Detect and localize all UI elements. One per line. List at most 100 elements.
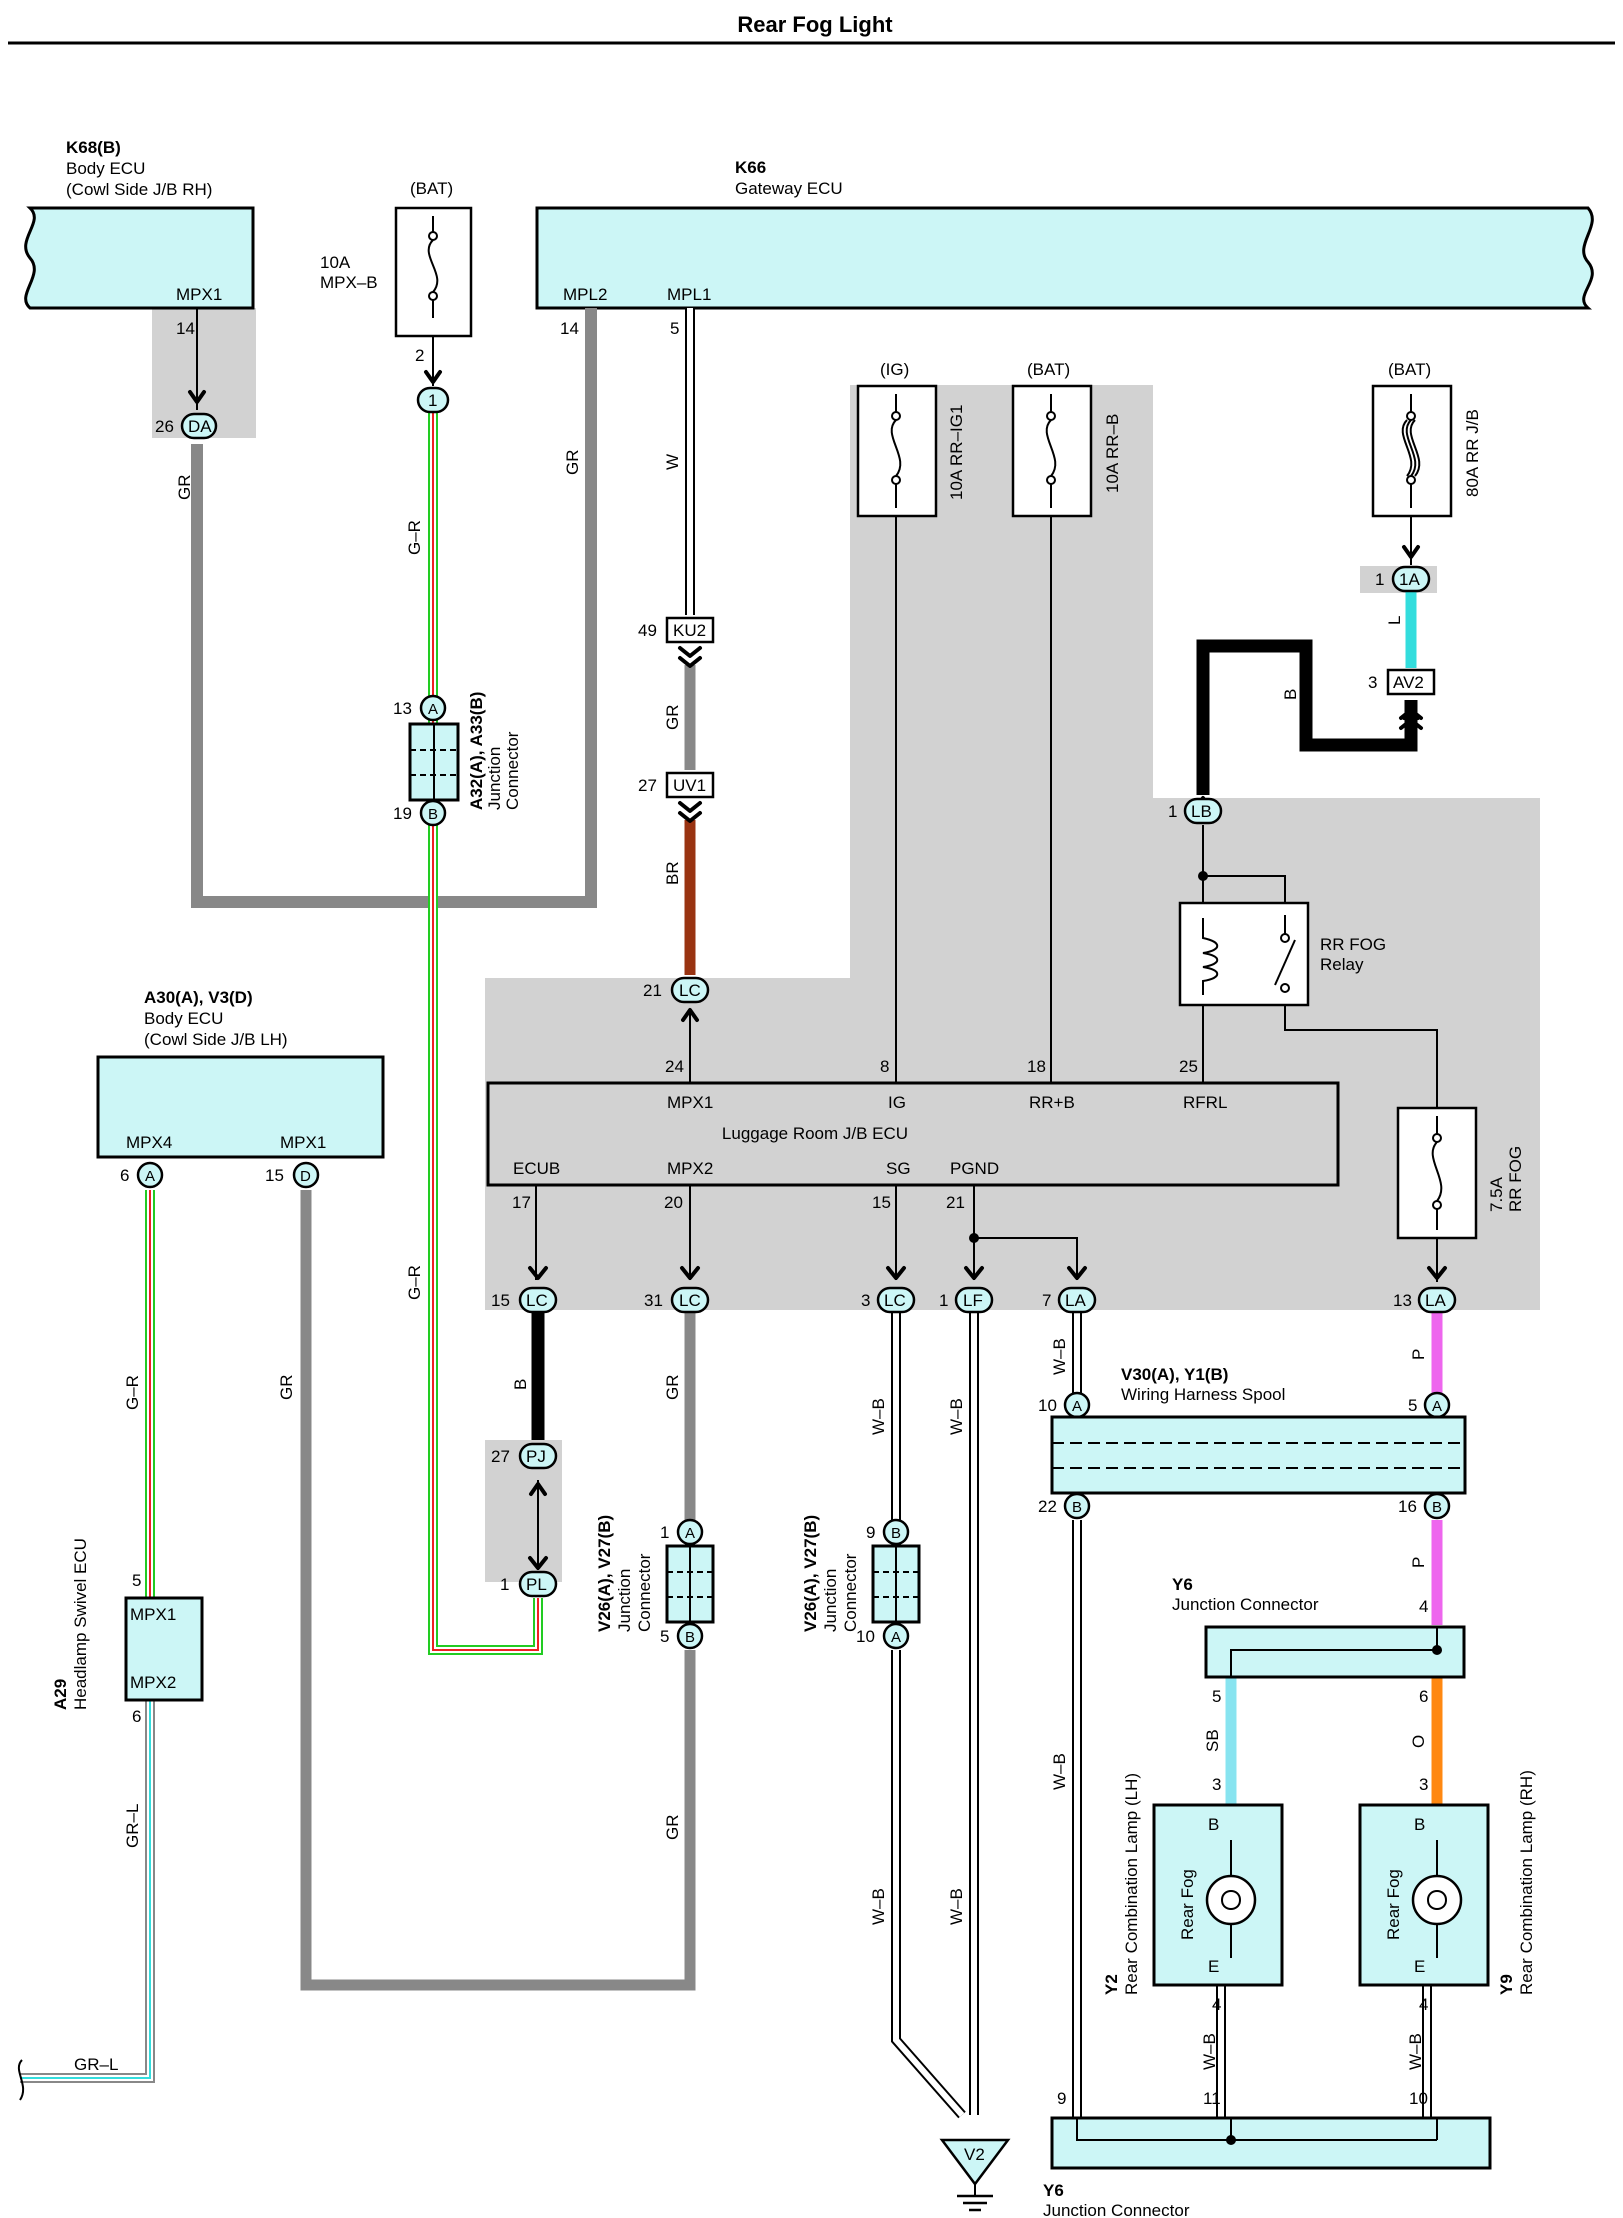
svg-text:31: 31 [644, 1291, 663, 1310]
connector-la-13: LA 13 [1393, 1286, 1457, 1314]
connector-lc-3: LC 3 [861, 1286, 916, 1314]
svg-text:LF: LF [963, 1291, 983, 1310]
svg-text:Y6: Y6 [1172, 1575, 1193, 1594]
connector-da: DA 26 [155, 412, 218, 440]
svg-text:3: 3 [1212, 1775, 1221, 1794]
svg-text:MPX1: MPX1 [130, 1605, 176, 1624]
svg-text:19: 19 [393, 804, 412, 823]
svg-text:A: A [1432, 1398, 1442, 1415]
svg-text:ECUB: ECUB [513, 1159, 560, 1178]
svg-text:LA: LA [1425, 1291, 1446, 1310]
connector-pj: PJ 27 [491, 1442, 558, 1470]
svg-text:7.5A: 7.5A [1487, 1176, 1506, 1212]
fuse-80a-rr-jb: (BAT) 80A RR J/B [1371, 360, 1482, 518]
svg-text:49: 49 [638, 621, 657, 640]
junction-v26-v27-left: A 1 B 5 V26(A), V27(B) Junction Connecto… [595, 1515, 715, 1650]
svg-text:P: P [1409, 1557, 1428, 1568]
connector-pl: PL 1 [500, 1570, 558, 1598]
svg-text:B: B [1432, 1499, 1442, 1516]
svg-text:10: 10 [1409, 2089, 1428, 2108]
wire-w-b-lamps [1216, 1985, 1432, 2118]
junction-v26-v27-right: B 9 A 10 V26(A), V27(B) Junction Connect… [801, 1515, 921, 1650]
svg-text:GR: GR [175, 475, 194, 501]
fuse-rr-fog: 7.5A RR FOG [1396, 1106, 1525, 1240]
svg-text:26: 26 [155, 417, 174, 436]
svg-text:L: L [1385, 616, 1404, 625]
svg-text:Rear Fog: Rear Fog [1384, 1869, 1403, 1940]
y6-junction-connector-bottom: 9 11 10 Y6 Junction Connector [1043, 2089, 1492, 2218]
svg-text:W–B: W–B [1406, 2033, 1425, 2070]
wire-gr-l-a29 [20, 1700, 155, 2083]
svg-text:5: 5 [1408, 1396, 1417, 1415]
connector-lc-31: LC 31 [644, 1286, 710, 1314]
svg-text:O: O [1409, 1735, 1428, 1748]
svg-text:10: 10 [856, 1627, 875, 1646]
fuse-mpxb-source: (BAT) [410, 179, 453, 198]
svg-text:6: 6 [120, 1166, 129, 1185]
k66-name: Gateway ECU [735, 179, 843, 198]
svg-text:1: 1 [660, 1523, 669, 1542]
connector-lf: LF 1 [939, 1286, 994, 1314]
fuse-rr-ig1: (IG) 10A RR–IG1 [856, 360, 966, 518]
k66-pin-mpl1: MPL1 [667, 285, 711, 304]
connector-la-7: LA 7 [1042, 1286, 1097, 1314]
svg-text:G–R: G–R [405, 520, 424, 555]
svg-text:A29: A29 [51, 1679, 70, 1710]
wire-w-b-sg [891, 1312, 966, 2119]
svg-text:RR FOG: RR FOG [1320, 935, 1386, 954]
svg-text:W: W [663, 454, 682, 470]
fuse-80a-label: 80A RR J/B [1463, 409, 1482, 497]
svg-text:RFRL: RFRL [1183, 1093, 1227, 1112]
luggage-room-jb-ecu: Luggage Room J/B ECU MPX1 IG RR+B RFRL 2… [486, 1057, 1340, 1212]
svg-text:UV1: UV1 [673, 776, 706, 795]
svg-text:5: 5 [660, 1627, 669, 1646]
svg-text:A32(A), A33(B): A32(A), A33(B) [467, 692, 486, 810]
fuse-rrig1-label: 10A RR–IG1 [947, 405, 966, 500]
svg-text:PJ: PJ [526, 1447, 546, 1466]
fuse-80a-source: (BAT) [1388, 360, 1431, 379]
connector-ku2: KU2 49 [638, 616, 715, 644]
svg-text:3: 3 [1419, 1775, 1428, 1794]
svg-text:1A: 1A [1399, 570, 1420, 589]
ground-v2: V2 [939, 2138, 1011, 2212]
svg-text:Y6: Y6 [1043, 2181, 1064, 2200]
svg-text:1: 1 [500, 1575, 509, 1594]
svg-text:AV2: AV2 [1393, 673, 1424, 692]
svg-text:8: 8 [880, 1057, 889, 1076]
wire-gr-v26-a30 [300, 1190, 696, 1991]
svg-text:Junction: Junction [821, 1569, 840, 1632]
svg-text:A: A [145, 1168, 155, 1185]
svg-text:A30(A), V3(D): A30(A), V3(D) [144, 988, 253, 1007]
svg-text:BR: BR [663, 861, 682, 885]
k66-pin-14: 14 [560, 319, 579, 338]
svg-text:E: E [1208, 1957, 1219, 1976]
svg-text:E: E [1414, 1957, 1425, 1976]
fuse-mpx-b: (BAT) 10A MPX–B 2 [320, 179, 473, 365]
svg-text:17: 17 [512, 1193, 531, 1212]
svg-text:B: B [1208, 1815, 1219, 1834]
k68-code: K68(B) [66, 138, 121, 157]
k68-pin-mpx1: MPX1 [176, 285, 222, 304]
svg-text:Rear Fog: Rear Fog [1178, 1869, 1197, 1940]
shade-luggage-jb [485, 385, 1540, 1310]
svg-text:V2: V2 [964, 2145, 985, 2164]
svg-text:SG: SG [886, 1159, 911, 1178]
k66-gateway-ecu: K66 Gateway ECU MPL2 MPL1 14 5 [535, 158, 1594, 338]
svg-text:A: A [428, 701, 438, 718]
svg-text:B: B [428, 806, 438, 823]
svg-text:16: 16 [1398, 1497, 1417, 1516]
svg-text:4: 4 [1419, 1597, 1428, 1616]
svg-text:B: B [891, 1525, 901, 1542]
svg-text:GR–L: GR–L [123, 1804, 142, 1848]
wire-gr-k68-k66 [191, 308, 597, 908]
svg-text:GR: GR [277, 1375, 296, 1401]
svg-text:V26(A), V27(B): V26(A), V27(B) [801, 1515, 820, 1632]
svg-text:3: 3 [1368, 673, 1377, 692]
fuse-mpxb-name: MPX–B [320, 273, 378, 292]
svg-text:6: 6 [132, 1707, 141, 1726]
svg-text:KU2: KU2 [673, 621, 706, 640]
svg-text:W–B: W–B [869, 1888, 888, 1925]
svg-text:GR: GR [563, 450, 582, 476]
svg-text:13: 13 [1393, 1291, 1412, 1310]
